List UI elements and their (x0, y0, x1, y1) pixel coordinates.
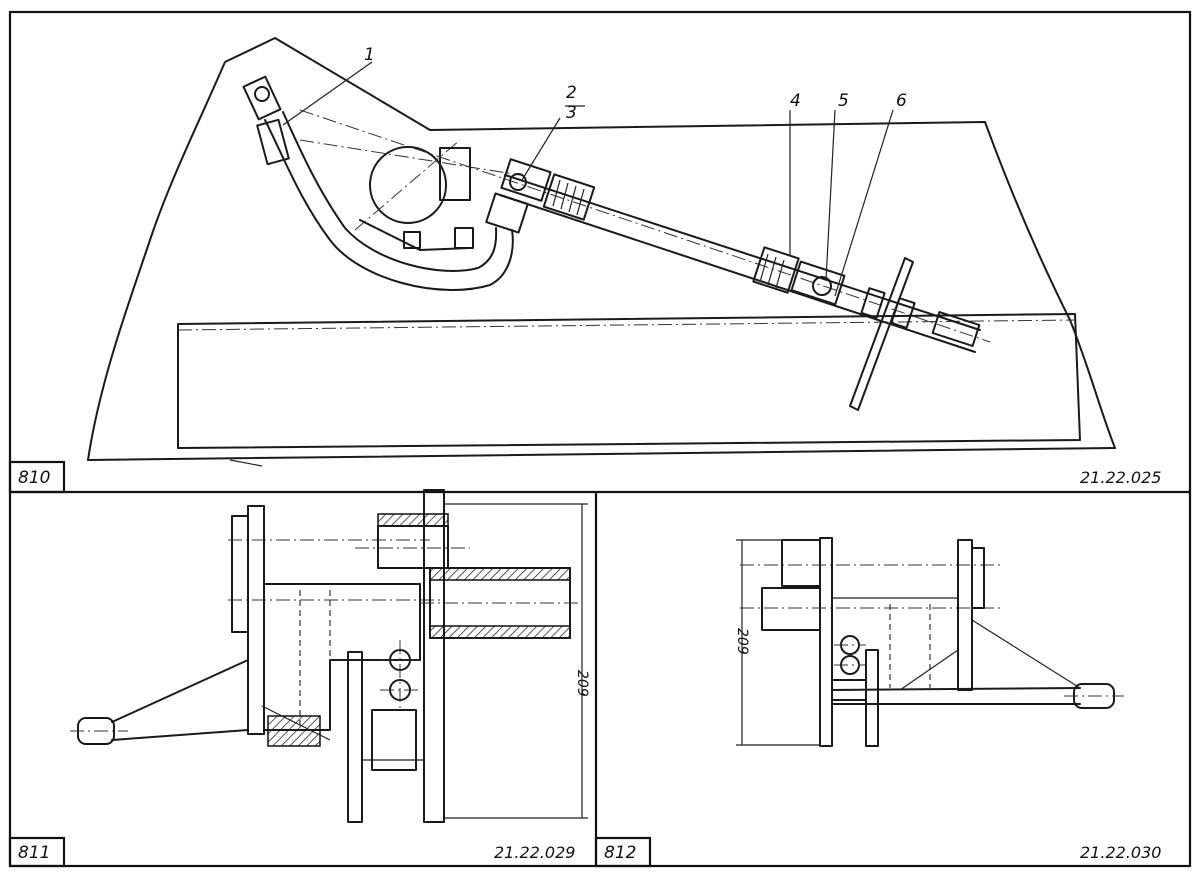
drawing-code-812: 21.22.030 (1080, 843, 1161, 862)
callout-3: 3 (566, 103, 577, 123)
control-rod (499, 174, 981, 353)
lever (849, 257, 914, 411)
drawing-code-811: 21.22.029 (494, 843, 575, 862)
drawing-code-810: 21.22.025 (1080, 468, 1161, 487)
dimension-209-811: 209 (574, 670, 590, 697)
bent-tube (264, 119, 514, 291)
coupling-right (752, 246, 800, 294)
support-arm (111, 659, 249, 741)
pivot-housing (369, 146, 447, 224)
callout-6: 6 (896, 91, 907, 111)
sheet-frame (8, 10, 1192, 868)
callout-4: 4 (790, 91, 801, 111)
base-block (177, 313, 1081, 449)
figure-810: 1 2 3 4 5 6 810 21.22.025 (8, 37, 1161, 494)
mounting-plate-812 (819, 537, 833, 747)
callout-5: 5 (838, 91, 849, 111)
coupling-left (542, 173, 596, 221)
figure-number-811: 811 (18, 843, 50, 863)
leader-lines (282, 61, 894, 297)
support-arm-812 (831, 687, 1081, 705)
figure-812: 209 812 21.22.030 (594, 537, 1161, 868)
dimension-209-812: 209 (734, 628, 750, 655)
callout-1: 1 (364, 45, 375, 65)
figure-number-812: 812 (604, 843, 636, 863)
body-outline (87, 37, 1116, 461)
hatched-nut (267, 715, 321, 747)
figure-number-810: 810 (18, 468, 50, 488)
figure-811: 209 811 21.22.029 (8, 489, 590, 868)
callout-2: 2 (566, 83, 577, 103)
hatched-fitting-top (377, 513, 449, 527)
